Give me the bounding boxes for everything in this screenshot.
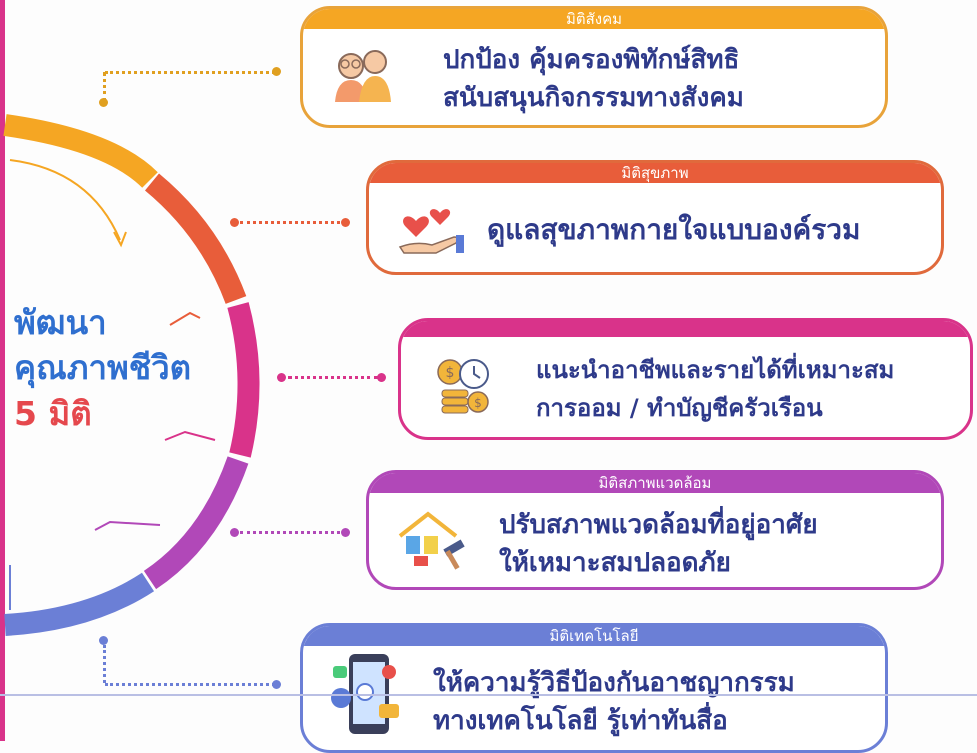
smartphone-apps-icon [327,648,407,738]
technology-line-2: ทางเทคโนโลยี รู้เท่าทันสื่อ [433,706,728,736]
card-health: มิติสุขภาพ ดูแลสุขภาพกายใจแบบองค์รวม [366,160,944,275]
connector-dot-environment-start [230,528,239,537]
connector-career [288,376,378,379]
arc-segment-social [3,114,158,189]
svg-text:$: $ [446,365,455,381]
connector-dot-technology [272,680,281,689]
bottom-divider-line [0,694,977,696]
card-text-career: แนะนำอาชีพและรายได้ที่เหมาะสม การออม / ท… [536,341,966,437]
svg-text:$: $ [474,396,482,410]
arc-segment-environment [143,456,249,590]
hearts-in-hand-icon [391,197,471,257]
environment-line-1: ปรับสภาพแวดล้อมที่อยู่อาศัย [499,510,818,540]
card-header-environment: มิติสภาพแวดล้อม [369,473,941,493]
technology-line-1: ให้ความรู้วิธีป้องกันอาชญากรรม [433,668,795,698]
career-line-2: การออม / ทำบัญชีครัวเรือน [536,394,823,422]
connector-dot-career-start [277,373,286,382]
five-segment-arc [3,114,260,636]
connector-dot-health [341,218,350,227]
connector-dot-career [377,373,386,382]
health-line-1: ดูแลสุขภาพกายใจแบบองค์รวม [487,213,861,246]
card-environment: มิติสภาพแวดล้อม ปรับสภาพแวดล้อมที่อยู่อา… [366,470,944,590]
card-text-environment: ปรับสภาพแวดล้อมที่อยู่อาศัย ให้เหมาะสมปล… [499,499,929,587]
left-border-accent [0,0,5,741]
connector-technology-vertical [103,645,106,683]
connector-social [105,71,275,74]
card-social: มิติสังคม ปกป้อง คุ้มครองพิทักษ์สิทธิ สน… [300,6,888,128]
connector-dot-environment [341,528,350,537]
connector-dot-technology-start [99,636,108,645]
connector-social-vertical [103,72,106,102]
elderly-couple-icon [327,43,397,103]
card-technology: มิติเทคโนโลยี ให้ความรู้วิธีป้องกันอาชญา… [300,623,888,753]
social-line-1: ปกป้อง คุ้มครองพิทักษ์สิทธิ [443,45,740,75]
card-header-career [401,321,970,337]
card-text-technology: ให้ความรู้วิธีป้องกันอาชญากรรม ทางเทคโนโ… [433,654,873,750]
arc-segment-health [144,173,247,304]
card-header-social: มิติสังคม [303,9,885,29]
coins-clock-icon: $ $ [429,351,499,421]
card-career: $ $ แนะนำอาชีพและรายได้ที่เหมาะสม การออม… [398,318,973,440]
connector-dot-health-start [230,218,239,227]
social-line-2: สนับสนุนกิจกรรมทางสังคม [443,83,744,113]
environment-line-2: ให้เหมาะสมปลอดภัย [499,548,731,578]
house-hammer-icon [391,503,477,573]
card-header-health: มิติสุขภาพ [369,163,941,183]
card-header-technology: มิติเทคโนโลยี [303,626,885,646]
career-line-1: แนะนำอาชีพและรายได้ที่เหมาะสม [536,356,895,384]
connector-health [240,221,340,224]
title-line-2: คุณภาพชีวิต [14,348,192,387]
connector-dot-social [272,67,281,76]
card-text-health: ดูแลสุขภาพกายใจแบบองค์รวม [487,187,927,272]
card-text-social: ปกป้อง คุ้มครองพิทักษ์สิทธิ สนับสนุนกิจก… [443,35,863,123]
connector-technology [105,683,275,686]
connector-dot-social-start [99,98,108,107]
title-line-1: พัฒนา [14,303,107,342]
arc-segment-career [227,302,260,458]
connector-environment [240,531,340,534]
main-title: พัฒนา คุณภาพชีวิต 5 มิติ [14,300,254,438]
arc-segment-technology [4,572,155,636]
title-line-3: 5 มิติ [14,394,92,433]
